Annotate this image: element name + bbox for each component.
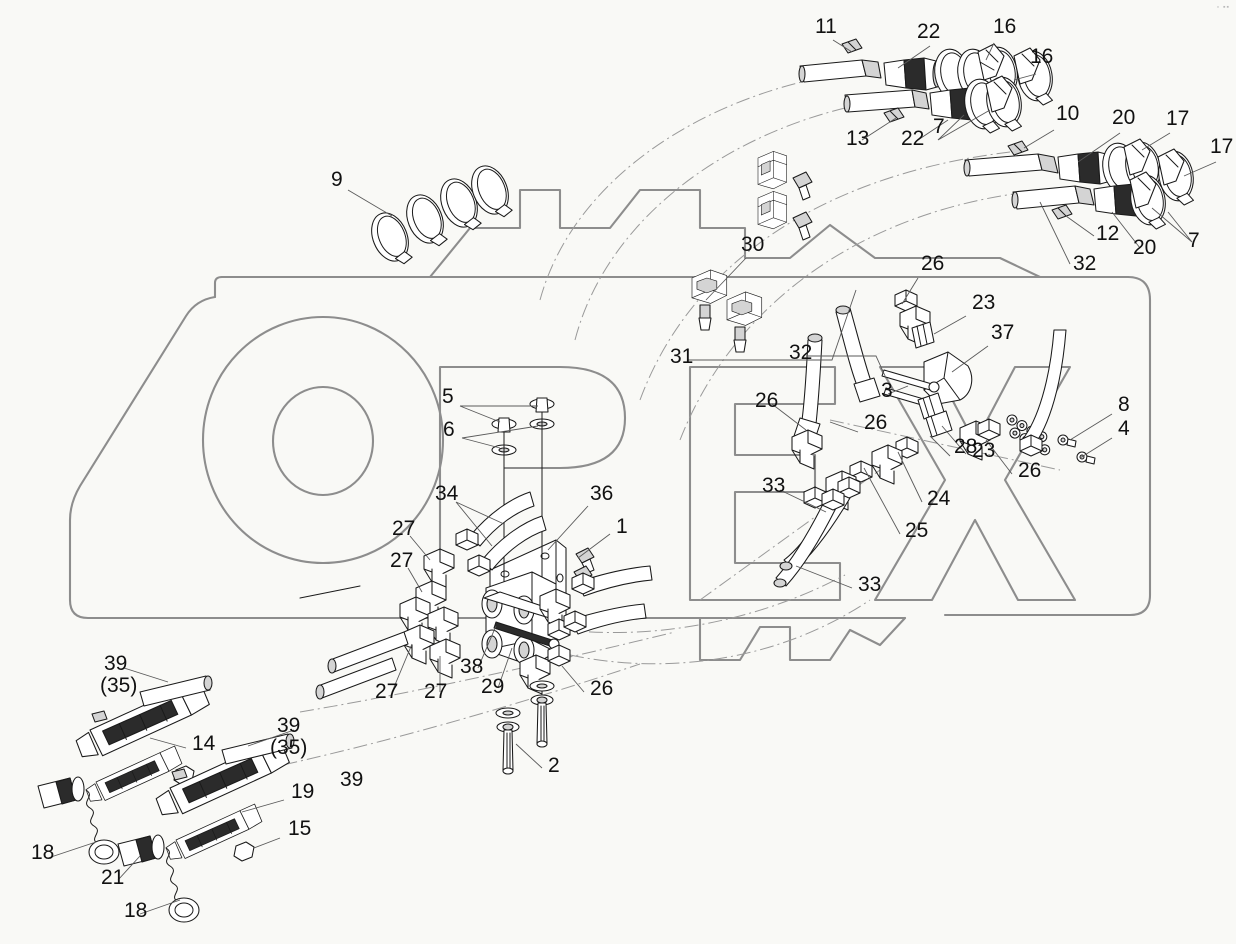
callout-number: 8 (1118, 393, 1130, 416)
callout-number: 16 (993, 15, 1016, 38)
callout-number: 29 (481, 675, 504, 698)
callout-number: 18 (31, 841, 54, 864)
callout-number: 38 (460, 655, 483, 678)
cylinder-assembly-b (117, 733, 296, 923)
callout-number: 1 (616, 515, 628, 538)
callout-number: 32 (789, 341, 812, 364)
callout-number: 36 (590, 482, 613, 505)
callout-number: 22 (901, 127, 924, 150)
callout-number: 22 (917, 20, 940, 43)
callout-number: 27 (424, 680, 447, 703)
callout-number: 15 (288, 817, 311, 840)
callout-number: 39 (104, 652, 127, 675)
callout-number: (35) (100, 674, 137, 697)
callout-number: 26 (1018, 459, 1041, 482)
callout-number: 33 (858, 573, 881, 596)
callout-number: 20 (1133, 236, 1156, 259)
callout-number: 21 (101, 866, 124, 889)
callout-number: 7 (1188, 229, 1200, 252)
callout-number: 31 (670, 345, 693, 368)
callout-number: 26 (590, 677, 613, 700)
callout-number: 27 (392, 517, 415, 540)
callout-number: 11 (815, 15, 837, 38)
callout-number: 26 (921, 252, 944, 275)
callout-number: 37 (991, 321, 1014, 344)
callout-number: 20 (1112, 106, 1135, 129)
cube-connector-group (691, 151, 813, 353)
callout-number: 12 (1096, 222, 1119, 245)
corner-mark: ▫ ▪▪ (1216, 4, 1230, 11)
callout-number: 14 (192, 732, 216, 755)
callout-number: 2 (548, 754, 560, 777)
coupler-assembly-b (843, 73, 1027, 138)
callout-number: 16 (1030, 45, 1053, 68)
callout-number: 17 (1166, 107, 1189, 130)
coupler-assembly-a (798, 38, 1058, 110)
callout-number: 23 (972, 439, 995, 462)
callout-number: 24 (927, 487, 951, 510)
callout-number: 39 (277, 714, 300, 737)
callout-number: 3 (881, 379, 893, 402)
callout-number: 9 (331, 168, 343, 191)
callout-number: 23 (972, 291, 995, 314)
callout-number: 28 (954, 435, 977, 458)
callout-number: 26 (755, 389, 778, 412)
callout-number: 17 (1210, 135, 1233, 158)
callout-number: 34 (435, 482, 459, 505)
valve-manifold-cluster (773, 289, 1096, 588)
coupler-assembly-c (963, 138, 1199, 210)
callout-number: 30 (741, 233, 764, 256)
center-manifold-cluster (299, 491, 653, 700)
callout-number: 27 (375, 680, 398, 703)
callout-number: 6 (443, 418, 455, 441)
callout-number: 4 (1118, 417, 1130, 440)
callout-number: (35) (270, 736, 307, 759)
callout-number: 13 (846, 127, 869, 150)
callout-number: 7 (933, 115, 945, 138)
callout-number: 10 (1056, 102, 1079, 125)
callout-number: 26 (864, 411, 887, 434)
callout-number: 39 (340, 768, 363, 791)
callout-number: 19 (291, 780, 314, 803)
callout-number: 18 (124, 899, 147, 922)
callout-number: 27 (390, 549, 413, 572)
coupler-assembly-d (1011, 171, 1171, 234)
callout-number: 5 (442, 385, 454, 408)
callout-number: 32 (1073, 252, 1096, 275)
callout-number: 33 (762, 474, 785, 497)
callout-number: 25 (905, 519, 928, 542)
